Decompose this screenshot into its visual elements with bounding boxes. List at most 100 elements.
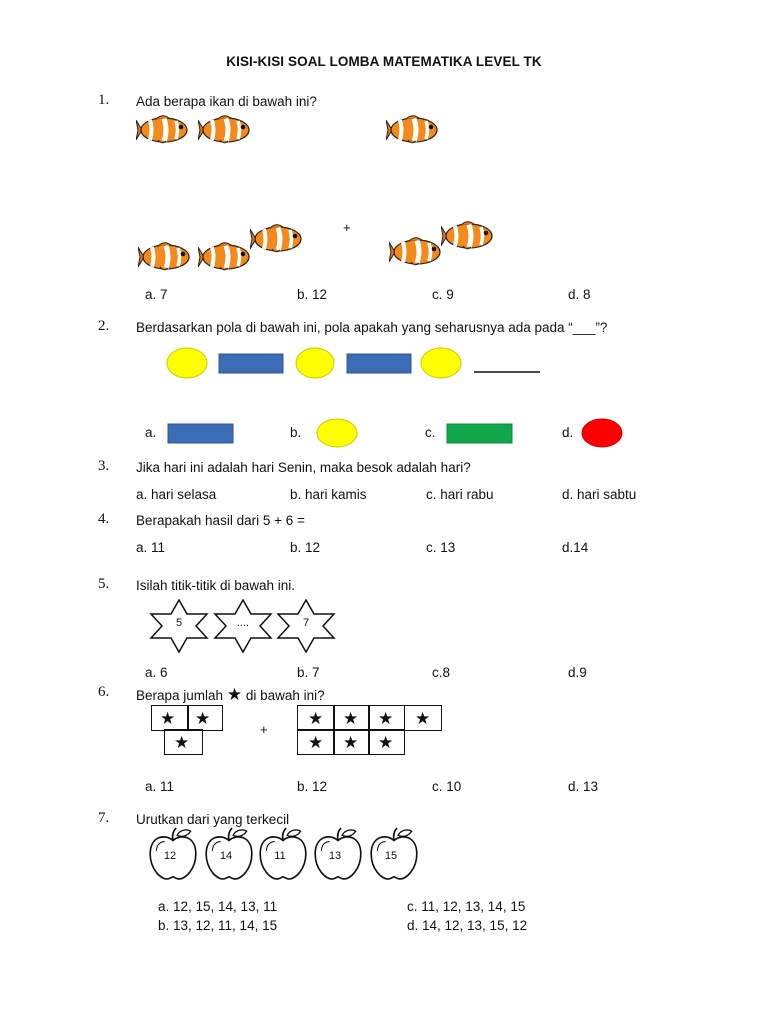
q3-option-a[interactable]: a. hari selasa [136,487,217,502]
yellow-circle [166,347,208,379]
star-icon: ★ [378,709,394,728]
clownfish-icon [138,241,192,273]
star-icon: ★ [308,733,324,752]
plus-sign: + [260,722,268,737]
blue-rectangle [346,353,412,374]
clownfish-icon [198,114,252,146]
q7-option-c[interactable]: c. 11, 12, 13, 14, 15 [407,899,526,914]
yellow-circle [420,347,462,379]
q6-option-a[interactable]: a. 11 [145,779,175,794]
question-6-text-before: Berapa jumlah [136,688,224,703]
apple-number: 13 [328,850,342,862]
q6-option-d[interactable]: d. 13 [568,779,599,794]
star-number: 7 [302,617,310,629]
divider [333,729,335,755]
clownfish-icon [250,223,304,255]
q7-option-b[interactable]: b. 13, 12, 11, 14, 15 [158,918,278,933]
star-icon: ★ [160,709,176,728]
q3-option-c[interactable]: c. hari rabu [426,487,494,502]
q3-option-b[interactable]: b. hari kamis [290,487,367,502]
clownfish-icon [198,241,252,273]
q2-option-d-label[interactable]: d. [562,425,574,440]
red-circle[interactable] [580,417,624,449]
apple-icon: 14 [201,826,257,882]
q4-option-a[interactable]: a. 11 [136,540,166,555]
q1-option-b[interactable]: b. 12 [297,287,328,302]
q3-option-d[interactable]: d. hari sabtu [562,487,637,502]
question-5-text: Isilah titik-titik di bawah ini. [136,578,296,593]
q7-option-a[interactable]: a. 12, 15, 14, 13, 11 [158,899,278,914]
green-rectangle[interactable] [446,422,514,446]
star-blank: .... [236,617,250,629]
q7-option-d[interactable]: d. 14, 12, 13, 15, 12 [407,918,528,933]
divider [187,705,189,731]
q5-option-d[interactable]: d.9 [568,665,587,680]
q2-option-c-label[interactable]: c. [425,425,436,440]
star-icon: ★ [415,709,431,728]
clownfish-icon [441,220,495,252]
divider [333,705,335,731]
star-box [164,729,203,755]
question-1-text: Ada berapa ikan di bawah ini? [136,94,317,109]
q4-option-d[interactable]: d.14 [562,540,589,555]
star-icon: ★ [343,733,359,752]
plus-sign: + [343,220,351,235]
q5-option-b[interactable]: b. 7 [297,665,320,680]
star-icon: ★ [378,733,394,752]
divider [368,729,370,755]
question-6-text: Berapa jumlah ★ di bawah ini? [136,686,325,703]
star-box-group [297,729,405,755]
q2-option-a-label[interactable]: a. [145,425,157,440]
q2-option-b-label[interactable]: b. [290,425,302,440]
page-title: KISI-KISI SOAL LOMBA MATEMATIKA LEVEL TK [226,54,542,69]
question-7-number: 7. [98,810,110,826]
star-number: 5 [175,617,183,629]
star-icon: ★ [174,733,190,752]
question-7-text: Urutkan dari yang terkecil [136,812,290,827]
clownfish-icon [389,236,443,268]
blue-rectangle[interactable] [167,422,235,446]
q5-option-c[interactable]: c.8 [432,665,451,680]
pattern-sequence [166,347,540,379]
clownfish-icon [136,114,190,146]
question-6-text-after: di bawah ini? [245,688,325,703]
question-5-number: 5. [98,576,110,592]
yellow-circle[interactable] [315,417,359,449]
question-3-text: Jika hari ini adalah hari Senin, maka be… [136,460,471,475]
star-icon: ★ [343,709,359,728]
question-2-text: Berdasarkan pola di bawah ini, pola apak… [136,320,608,335]
question-6-number: 6. [98,684,110,700]
apple-number: 14 [219,850,233,862]
star-icon: ★ [308,709,324,728]
star-box [404,705,442,731]
divider [368,705,370,731]
hexagram-star: 7 [275,598,337,654]
star-icon: ★ [226,685,243,704]
question-4-number: 4. [98,511,110,527]
apple-number: 15 [384,850,398,862]
apple-number: 12 [163,850,177,862]
q6-option-b[interactable]: b. 12 [297,779,328,794]
clownfish-icon [386,114,440,146]
hexagram-star: 5 [148,598,210,654]
yellow-circle [295,347,335,379]
question-1-number: 1. [98,92,110,108]
question-4-text: Berapakah hasil dari 5 + 6 = [136,513,305,528]
apple-number: 11 [274,850,286,862]
blue-rectangle [218,353,284,374]
apple-icon: 15 [366,826,422,882]
apple-icon: 12 [145,826,201,882]
q6-option-c[interactable]: c. 10 [432,779,462,794]
q1-option-c[interactable]: c. 9 [432,287,454,302]
q1-option-a[interactable]: a. 7 [145,287,168,302]
apple-icon: 11 [255,826,311,882]
q4-option-b[interactable]: b. 12 [290,540,321,555]
q1-option-d[interactable]: d. 8 [568,287,591,302]
star-icon: ★ [195,709,211,728]
q4-option-c[interactable]: c. 13 [426,540,456,555]
apple-icon: 13 [310,826,366,882]
q5-option-a[interactable]: a. 6 [145,665,168,680]
question-2-number: 2. [98,318,110,334]
hexagram-star: .... [212,598,274,654]
question-3-number: 3. [98,458,110,474]
